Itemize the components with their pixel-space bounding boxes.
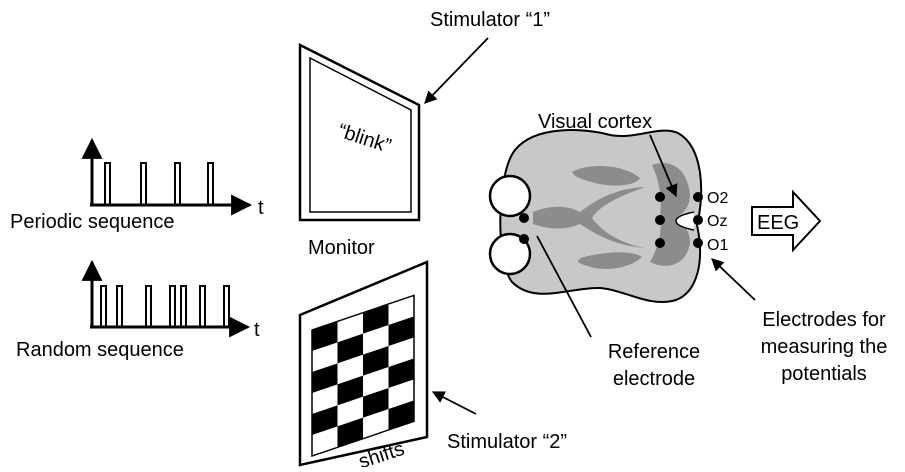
random-pulse (145, 285, 152, 328)
random-pulse (199, 285, 206, 328)
periodic-pulse (140, 162, 147, 206)
random-pulse (100, 285, 107, 328)
periodic-pulse (104, 162, 111, 206)
electrode-dot (655, 192, 665, 202)
monitor-label: Monitor (308, 237, 375, 259)
electrodes-label-line2: measuring the (761, 336, 888, 358)
stimulator-1-arrow (424, 37, 489, 104)
checkerboard (311, 294, 415, 458)
periodic-pulse (174, 162, 181, 206)
electrodes-arrow (711, 258, 756, 301)
electrode-o2 (693, 192, 703, 202)
electrodes-label-line3: potentials (781, 363, 867, 385)
electrode-oz (693, 215, 703, 225)
random-pulses (100, 285, 230, 328)
random-pulse (116, 285, 123, 328)
reference-electrode (519, 213, 529, 223)
random-sequence-label: Random sequence (16, 339, 184, 361)
eye-right (488, 232, 532, 276)
periodic-sequence-plot: t Periodic sequence (10, 137, 264, 233)
random-pulse (180, 285, 187, 328)
reference-electrode (519, 234, 529, 244)
electrodes-label-line1: Electrodes for (762, 309, 886, 331)
electrode-dot (655, 238, 665, 248)
visual-cortex-label: Visual cortex (538, 111, 652, 133)
eeg-label: EEG (757, 212, 799, 234)
visual-cortex-arrow (649, 134, 678, 198)
reference-label-line2: electrode (613, 368, 695, 390)
electrode-o2-label: O2 (707, 190, 728, 207)
periodic-t-label: t (258, 197, 264, 219)
electrode-o1 (693, 238, 703, 248)
random-t-label: t (254, 319, 260, 341)
stimulator-2-label: Stimulator “2” (447, 431, 567, 453)
head-outline (499, 129, 703, 304)
eeg-output-arrow: EEG (751, 189, 822, 253)
occipital-notch (675, 211, 695, 231)
stimulator-1: “blink” Stimulator “1” (298, 9, 550, 222)
brain-tract (578, 252, 642, 269)
reference-leader-line (536, 235, 592, 338)
brain-tract (533, 187, 645, 248)
electrode-o1-label: O1 (707, 237, 728, 254)
random-sequence-plot: t Random sequence (16, 259, 260, 361)
random-pulse (223, 285, 230, 328)
eye-left (488, 174, 532, 218)
reference-label-line1: Reference (608, 341, 700, 363)
stimulator-1-label: Stimulator “1” (430, 9, 550, 31)
electrode-oz-label: Oz (707, 213, 727, 230)
head: O2 Oz O1 (488, 129, 728, 304)
random-pulse (169, 285, 176, 328)
stimulator-2-arrow (431, 391, 477, 415)
stimulator-2: shifts Stimulator “2” (298, 260, 567, 472)
brain-tract (572, 166, 640, 186)
periodic-pulses (104, 162, 214, 206)
electrode-dot (655, 215, 665, 225)
stimulator-1-screen (309, 56, 412, 213)
periodic-pulse (207, 162, 214, 206)
periodic-sequence-label: Periodic sequence (10, 211, 175, 233)
